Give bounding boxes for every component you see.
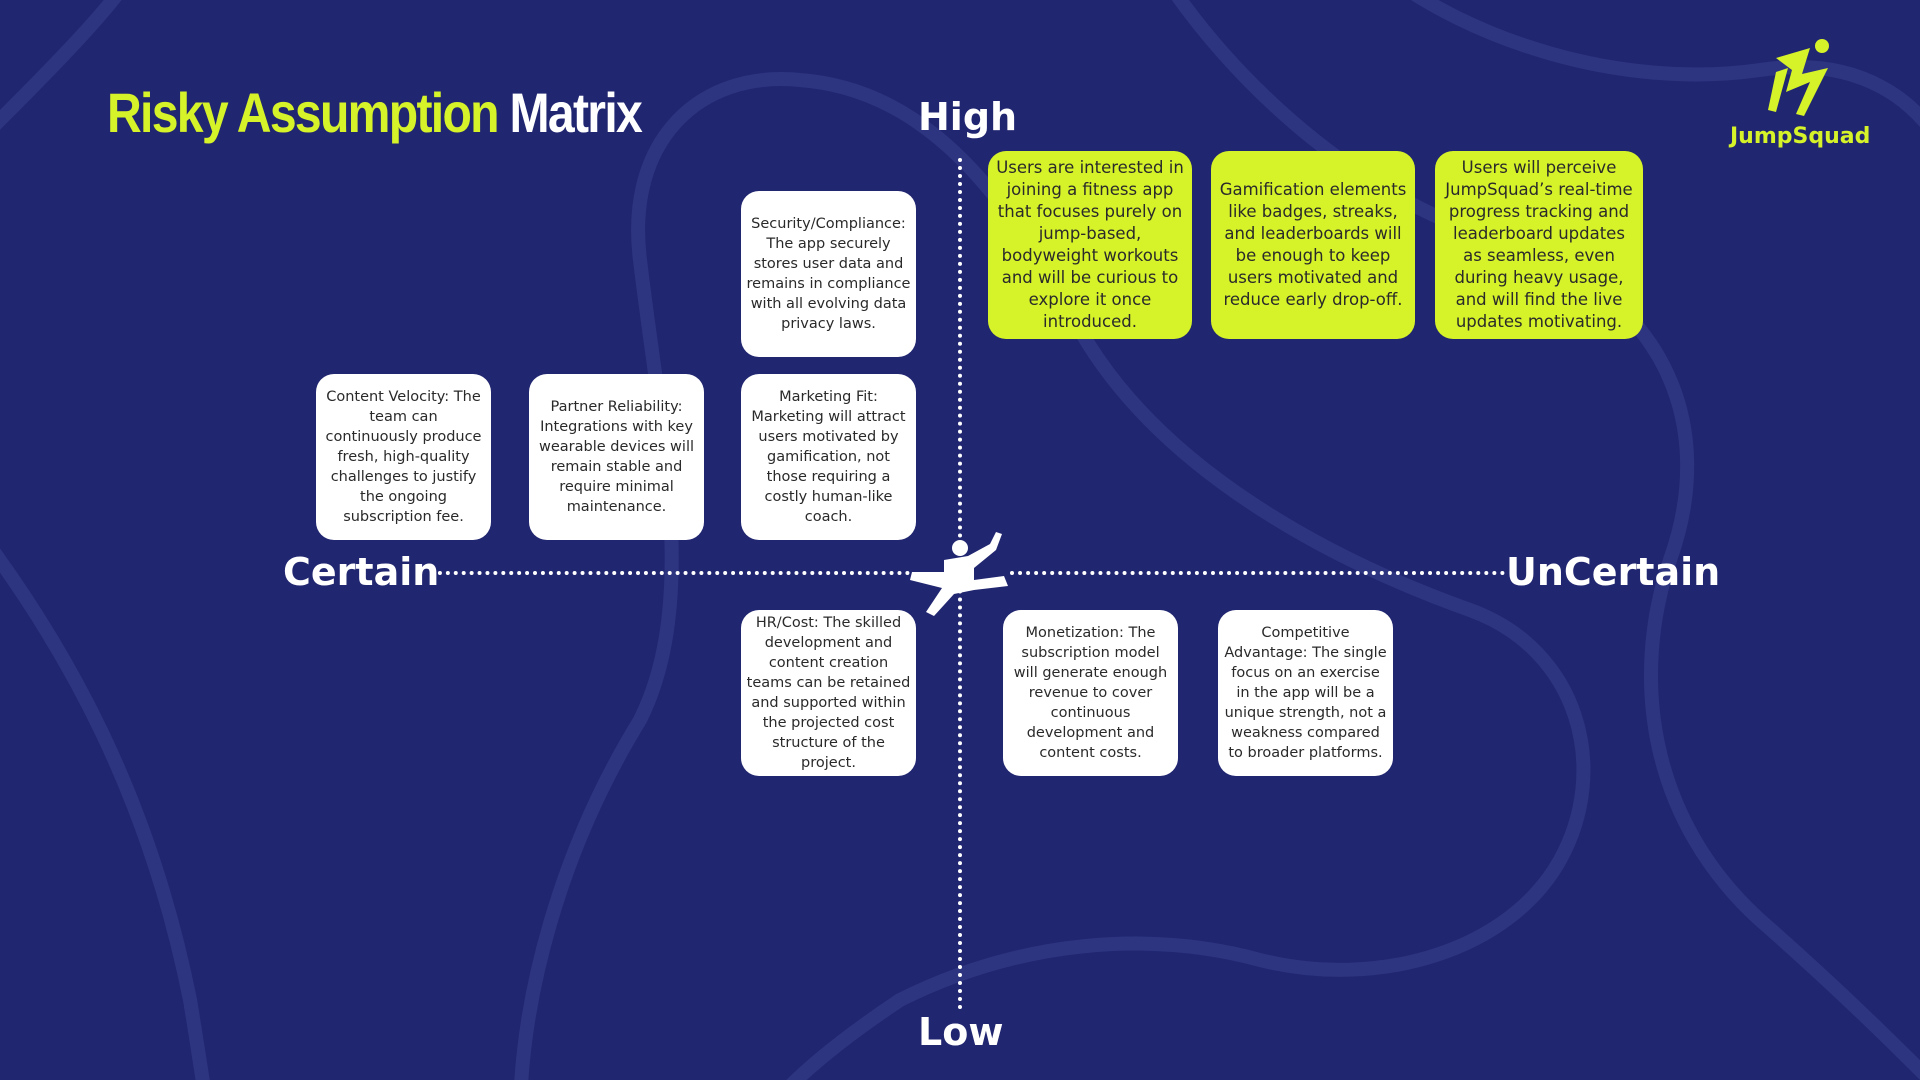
card-user-interest: Users are interested in joining a fitnes… bbox=[988, 151, 1192, 339]
card-marketing-fit: Marketing Fit: Marketing will attract us… bbox=[741, 374, 916, 540]
jumping-person-icon bbox=[910, 532, 1008, 616]
axis-label-certain: Certain bbox=[283, 550, 440, 594]
jumpsquad-logo: JumpSquad bbox=[1730, 34, 1870, 159]
horizontal-axis-line-left bbox=[430, 571, 910, 575]
card-content-velocity: Content Velocity: The team can continuou… bbox=[316, 374, 491, 540]
title-highlight: Risky Assumption bbox=[107, 81, 500, 144]
logo-text: JumpSquad bbox=[1730, 124, 1871, 149]
jumper-logo-icon bbox=[1768, 39, 1829, 116]
card-gamification: Gamification elements like badges, strea… bbox=[1211, 151, 1415, 339]
axis-label-uncertain: UnCertain bbox=[1506, 550, 1721, 594]
horizontal-axis-line-right bbox=[1010, 571, 1505, 575]
card-monetization: Monetization: The subscription model wil… bbox=[1003, 610, 1178, 776]
axis-label-high: High bbox=[918, 95, 1018, 139]
axis-label-low: Low bbox=[918, 1010, 1004, 1054]
card-partner-reliability: Partner Reliability: Integrations with k… bbox=[529, 374, 704, 540]
card-hr-cost: HR/Cost: The skilled development and con… bbox=[741, 610, 916, 776]
card-competitive-advantage: Competitive Advantage: The single focus … bbox=[1218, 610, 1393, 776]
card-real-time-tracking: Users will perceive JumpSquad’s real-tim… bbox=[1435, 151, 1643, 339]
page-title: Risky Assumption Matrix bbox=[107, 80, 643, 145]
card-security-compliance: Security/Compliance: The app securely st… bbox=[741, 191, 916, 357]
title-rest: Matrix bbox=[509, 81, 643, 144]
